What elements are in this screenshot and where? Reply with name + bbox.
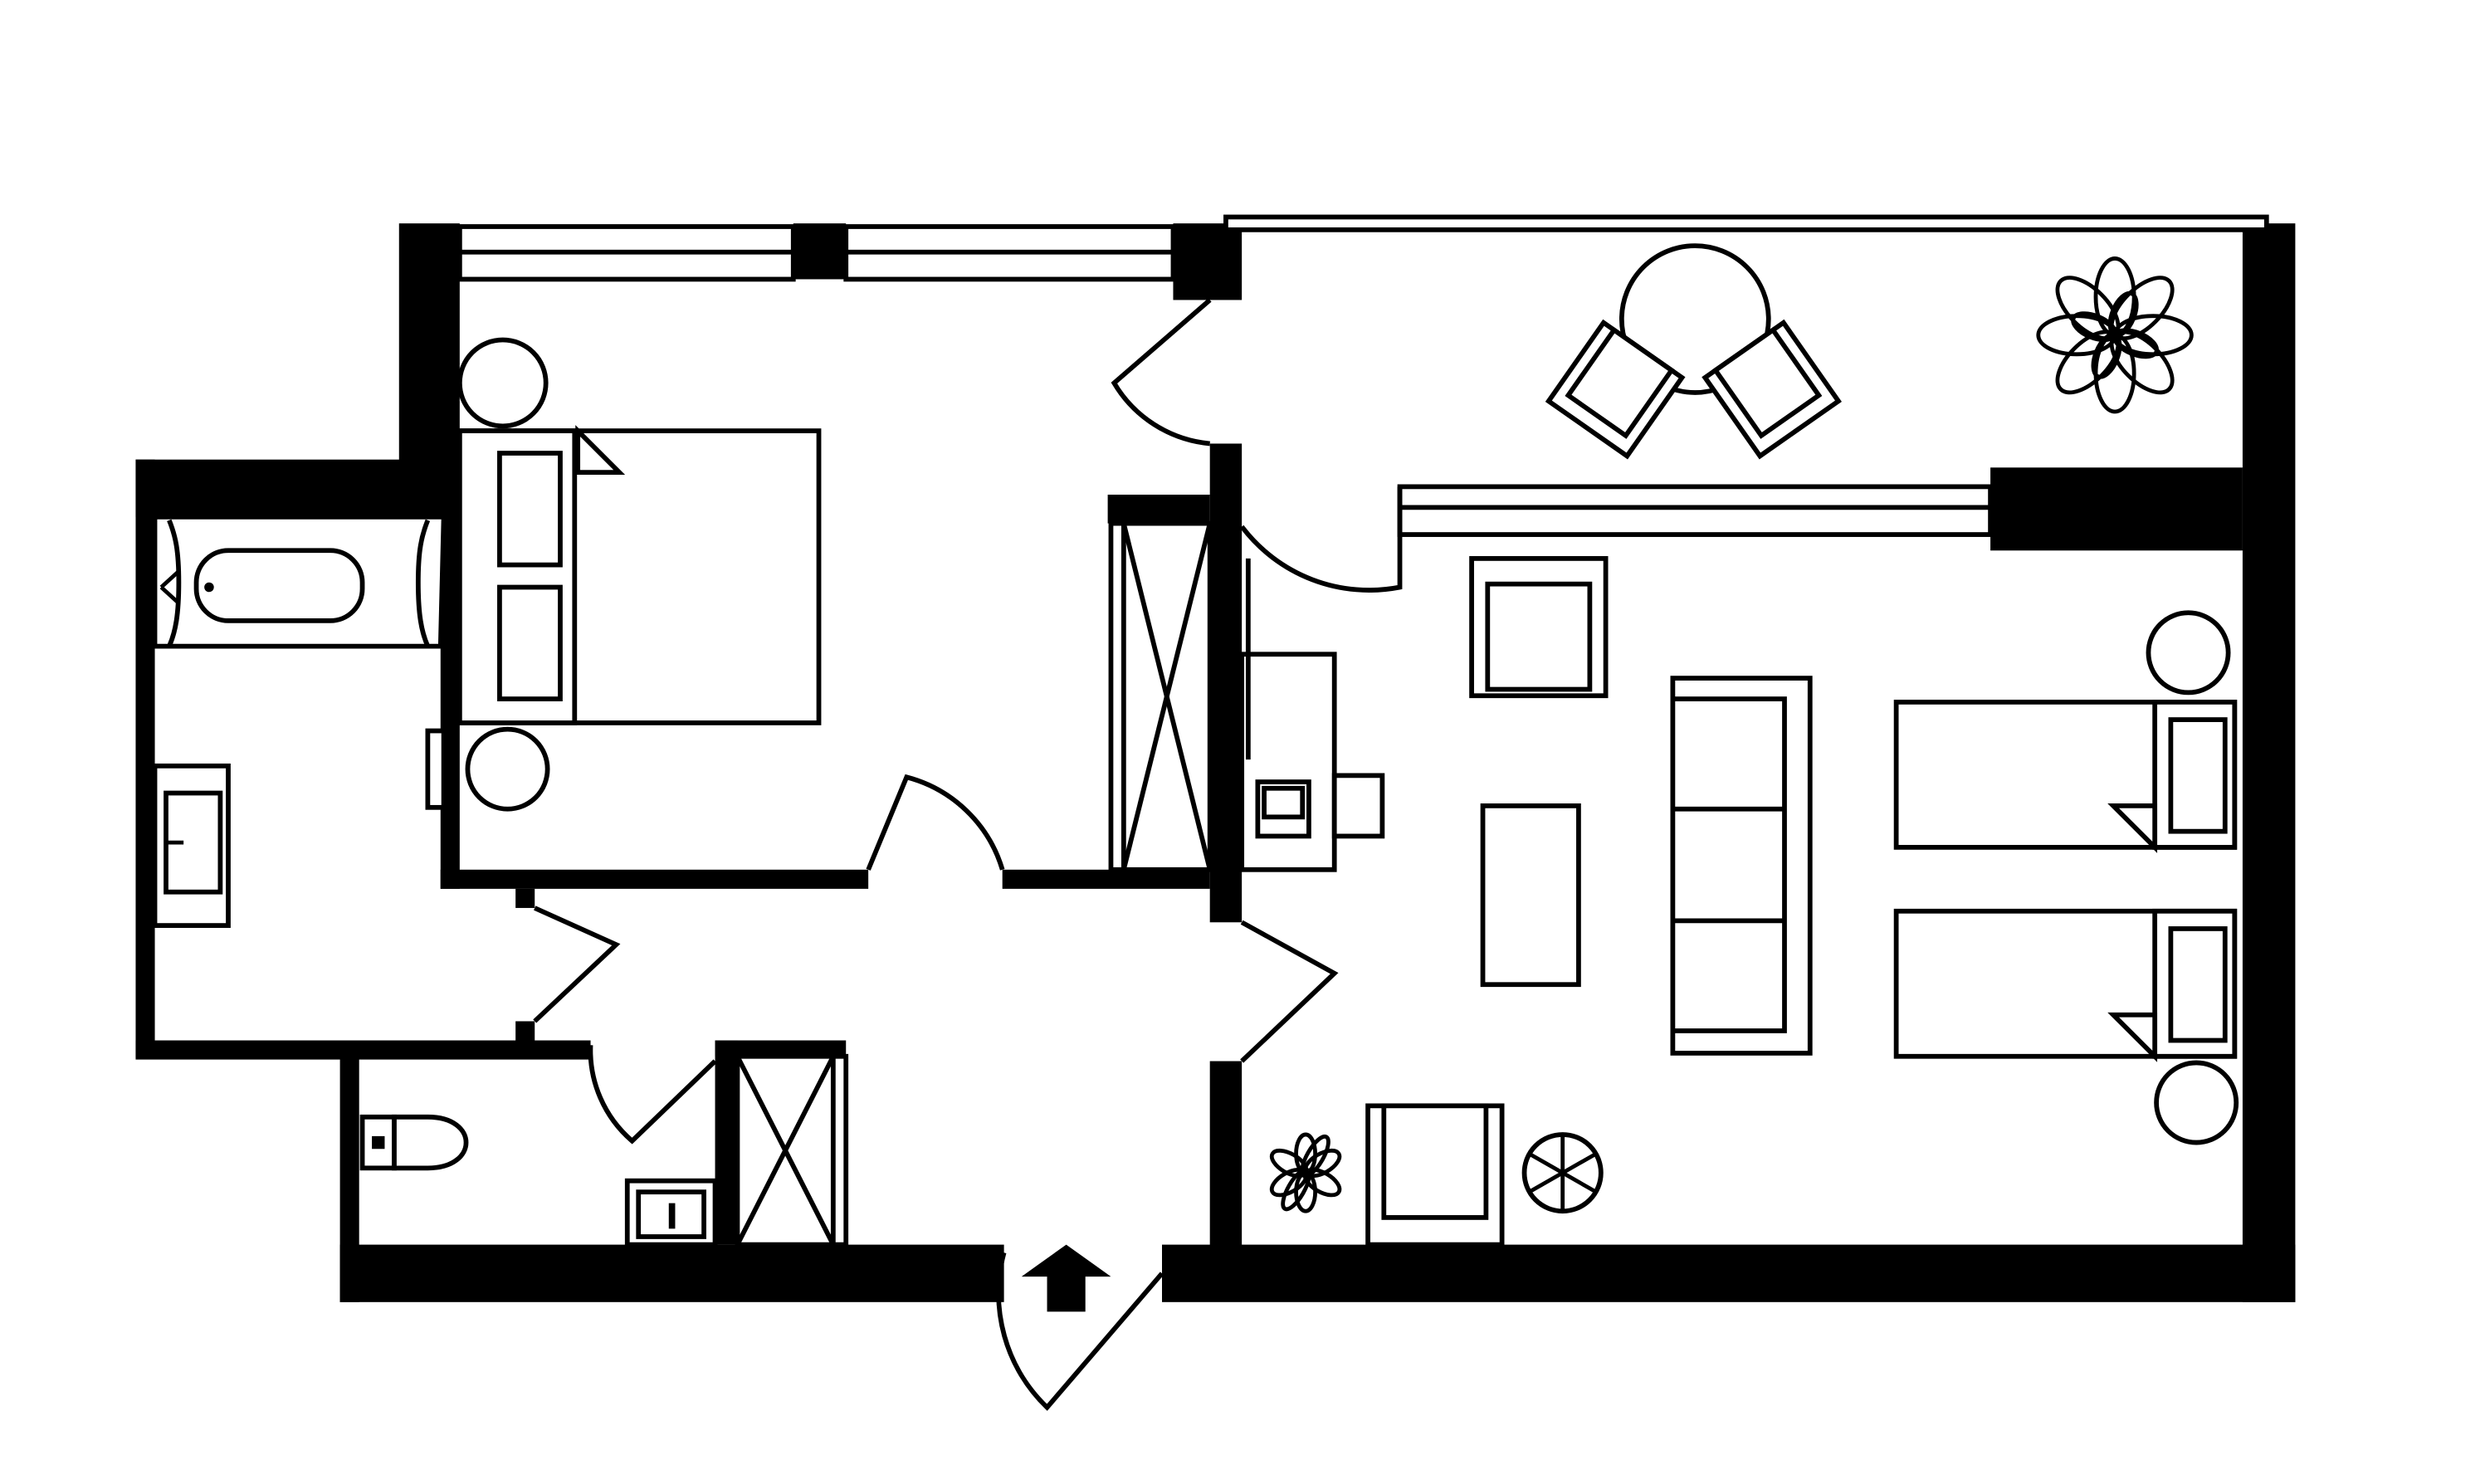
bathtub xyxy=(152,515,447,649)
wall-wc-left xyxy=(339,1052,359,1302)
balcony-chair-right xyxy=(1702,319,1842,460)
window-living-balcony xyxy=(1397,484,1993,537)
door-living[interactable] xyxy=(1240,920,1339,1063)
wall-bath-top xyxy=(135,459,460,517)
single-bed-bottom xyxy=(1893,908,2238,1062)
wall-bedroom-top-right xyxy=(1173,223,1243,300)
wall-wardrobe-top xyxy=(715,1040,847,1057)
wall-partition-upper xyxy=(1209,443,1243,923)
wall-bedroom-bottom-right xyxy=(1002,869,1210,889)
window-bedroom-right xyxy=(843,224,1176,282)
wall-wc-right xyxy=(715,1040,738,1245)
wall-partition-lower xyxy=(1209,1061,1243,1253)
radiator xyxy=(425,728,447,810)
wall-bath-bottom xyxy=(135,1040,591,1060)
nightstand-living-top xyxy=(2146,610,2231,696)
wall-bottom-right xyxy=(1162,1244,2296,1302)
window-bedroom-left xyxy=(456,224,796,282)
desk xyxy=(1239,558,1385,872)
door-entrance[interactable] xyxy=(996,1252,1164,1411)
coffee-table xyxy=(1480,803,1581,988)
wall-bath-right-b xyxy=(515,1021,535,1053)
double-bed xyxy=(456,425,822,725)
wall-bedroom-left xyxy=(398,223,460,463)
wall-bedroom-bottom-left xyxy=(440,869,869,889)
walls xyxy=(135,223,2296,1302)
vanity-sink xyxy=(152,763,231,928)
door-living-balcony[interactable] xyxy=(1239,486,1403,593)
wall-bath-right-a xyxy=(515,888,535,908)
plant-balcony xyxy=(2036,256,2194,414)
nightstand-bottom xyxy=(465,726,550,812)
small-sink xyxy=(624,1178,718,1247)
door-wc[interactable] xyxy=(588,1045,717,1145)
entrance-arrow-icon xyxy=(1021,1244,1111,1312)
round-table-icon xyxy=(1618,243,1771,395)
window-balcony-rail xyxy=(1223,214,2269,232)
nightstand-living-bottom xyxy=(2154,1060,2239,1145)
plant-icon xyxy=(1269,1132,1342,1213)
wall-bottom-left xyxy=(339,1244,1004,1302)
wall-bath-left xyxy=(135,459,155,1058)
single-bed-top xyxy=(1893,700,2238,853)
door-bathroom[interactable] xyxy=(533,906,621,1023)
door-bedroom-balcony[interactable] xyxy=(1111,298,1212,447)
armchair-top xyxy=(1469,556,1609,699)
nightstand-top xyxy=(456,337,549,429)
wardrobe-hall xyxy=(735,1053,849,1247)
wall-balcony-pier xyxy=(1990,467,2243,551)
door-bedroom[interactable] xyxy=(866,774,1005,871)
sofa xyxy=(1670,676,1813,1056)
wardrobe-bedroom xyxy=(1108,520,1213,872)
toilet xyxy=(359,1114,469,1171)
wall-bedroom-top-pier xyxy=(793,223,847,280)
side-table xyxy=(1521,1132,1604,1214)
balcony-chair-left xyxy=(1545,319,1686,460)
wall-wardrobe-cap xyxy=(1107,495,1210,524)
wall-right xyxy=(2242,223,2296,1302)
armchair-bottom xyxy=(1365,1103,1505,1247)
